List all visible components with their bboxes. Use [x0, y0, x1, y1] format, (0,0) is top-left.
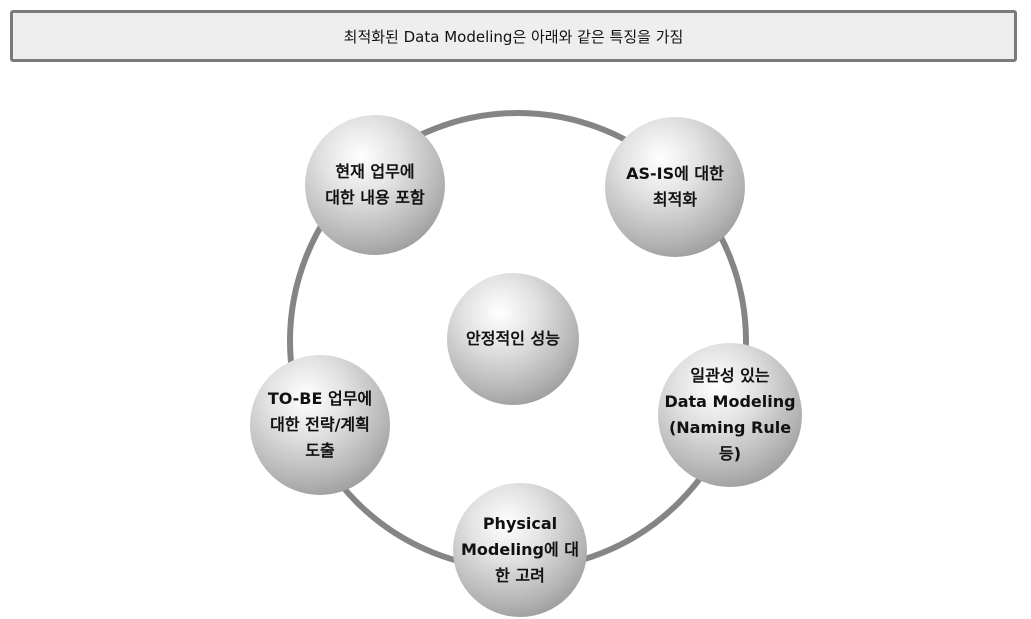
node-physical-modeling: Physical Modeling에 대 한 고려 — [453, 483, 587, 617]
node-current-business: 현재 업무에 대한 내용 포함 — [305, 115, 445, 255]
banner-title: 최적화된 Data Modeling은 아래와 같은 특징을 가짐 — [343, 27, 684, 46]
node-as-is-optimization: AS-IS에 대한 최적화 — [605, 117, 745, 257]
node-to-be-strategy: TO-BE 업무에 대한 전략/계획 도출 — [250, 355, 390, 495]
node-center-performance: 안정적인 성능 — [447, 273, 579, 405]
title-banner: 최적화된 Data Modeling은 아래와 같은 특징을 가짐 — [10, 10, 1017, 62]
node-consistent-modeling: 일관성 있는 Data Modeling (Naming Rule 등) — [658, 343, 802, 487]
